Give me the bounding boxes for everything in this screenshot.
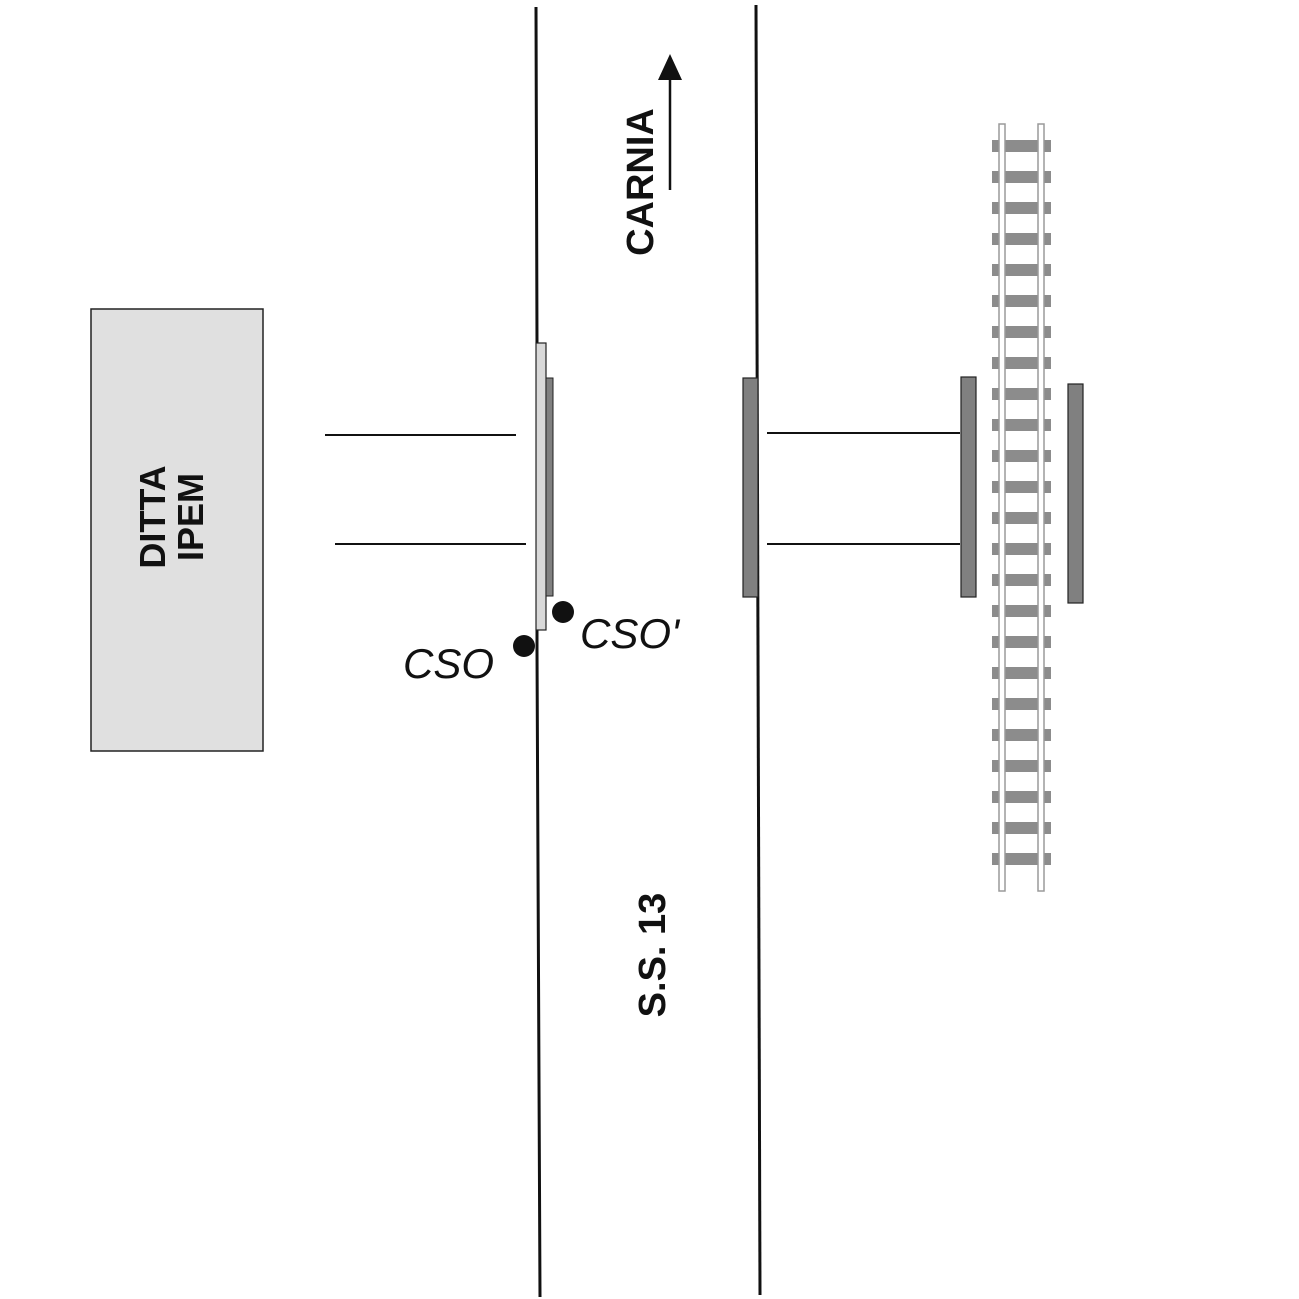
railway-tie bbox=[992, 140, 1051, 152]
railway-tie bbox=[992, 326, 1051, 338]
railway-tie bbox=[992, 450, 1051, 462]
railway-tie bbox=[992, 698, 1051, 710]
railway-tie bbox=[992, 202, 1051, 214]
point-cso-label: CSO bbox=[403, 640, 494, 687]
railway-rail-right bbox=[1037, 123, 1045, 892]
building-ditta-ipem bbox=[90, 308, 264, 752]
barrier-right-road bbox=[742, 377, 759, 598]
direction-label: CARNIA bbox=[620, 108, 662, 256]
railway-tie bbox=[992, 171, 1051, 183]
point-cso-prime-marker bbox=[552, 601, 574, 623]
railway-tie bbox=[992, 264, 1051, 276]
railway-tie bbox=[992, 481, 1051, 493]
railway-tie bbox=[992, 853, 1051, 865]
barrier-left-dark bbox=[545, 377, 554, 597]
railway-tie bbox=[992, 791, 1051, 803]
railway-tie bbox=[992, 295, 1051, 307]
railway-tie bbox=[992, 233, 1051, 245]
point-cso-prime-label: CSO' bbox=[580, 610, 681, 657]
barrier-rail-right bbox=[1067, 383, 1084, 604]
railway-tie bbox=[992, 605, 1051, 617]
railway-tie bbox=[992, 574, 1051, 586]
road-edge-left bbox=[534, 6, 542, 1298]
railway-tie bbox=[992, 543, 1051, 555]
railway-tie bbox=[992, 636, 1051, 648]
railway-tie bbox=[992, 512, 1051, 524]
road-edge-right bbox=[754, 4, 762, 1296]
railway-tie bbox=[992, 357, 1051, 369]
barrier-rail-left bbox=[960, 376, 977, 598]
railway-tie bbox=[992, 822, 1051, 834]
railway-tie bbox=[992, 760, 1051, 772]
railway-tie bbox=[992, 388, 1051, 400]
direction-arrow-head bbox=[658, 54, 682, 80]
railway-tie bbox=[992, 667, 1051, 679]
railway-tie bbox=[992, 419, 1051, 431]
building-label-line1: DITTA bbox=[132, 465, 173, 568]
road-label: S.S. 13 bbox=[632, 893, 674, 1018]
railway-rail-left bbox=[998, 123, 1006, 892]
railway-track bbox=[992, 123, 1051, 892]
railway-tie bbox=[992, 729, 1051, 741]
building-label: DITTA IPEM bbox=[132, 465, 211, 568]
barrier-left-light bbox=[535, 342, 547, 631]
point-cso-marker bbox=[513, 635, 535, 657]
building-label-line2: IPEM bbox=[170, 473, 211, 561]
